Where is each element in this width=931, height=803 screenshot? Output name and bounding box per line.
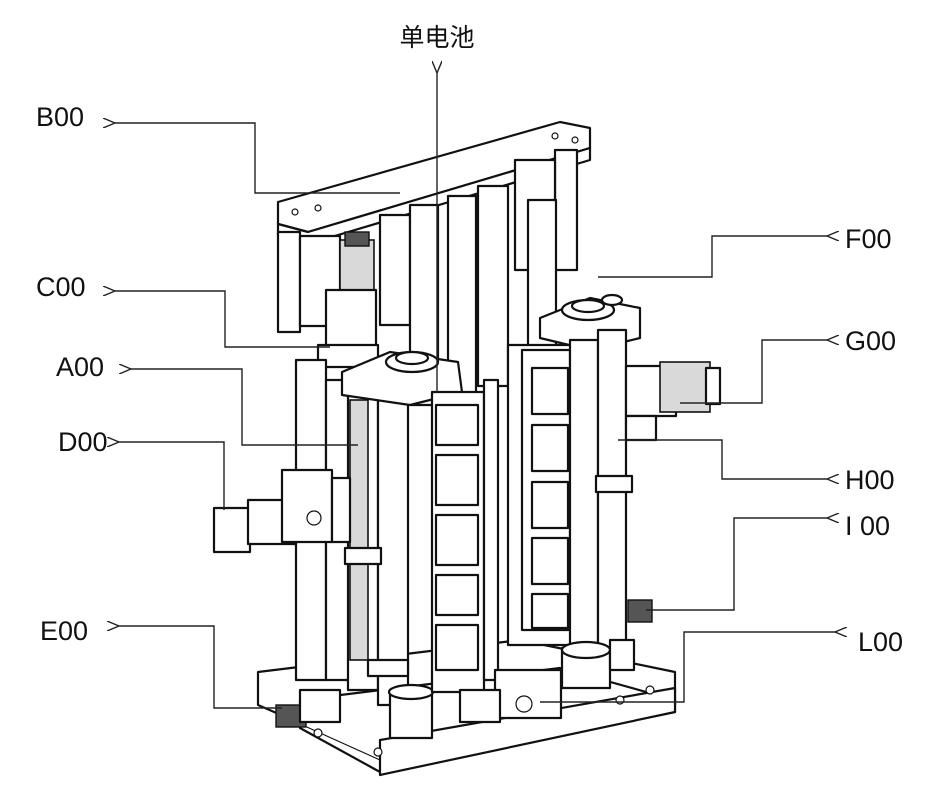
machine-drawing: [214, 122, 720, 775]
label-l00: L00: [858, 627, 903, 657]
label-g00: G00: [845, 326, 896, 356]
label-i00: I 00: [845, 511, 890, 541]
left-cylinder-d00: [214, 470, 350, 552]
right-motor-g00: [626, 362, 720, 440]
label-top: 单电池: [399, 23, 474, 52]
label-d00: D00: [58, 427, 108, 457]
label-a00: A00: [56, 352, 104, 382]
label-b00: B00: [36, 102, 84, 132]
label-h00: H00: [845, 465, 895, 495]
right-carriage: [508, 345, 576, 645]
label-e00: E00: [40, 616, 88, 646]
label-c00: C00: [36, 272, 86, 302]
center-carriage: [432, 380, 498, 692]
label-f00: F00: [845, 224, 892, 254]
